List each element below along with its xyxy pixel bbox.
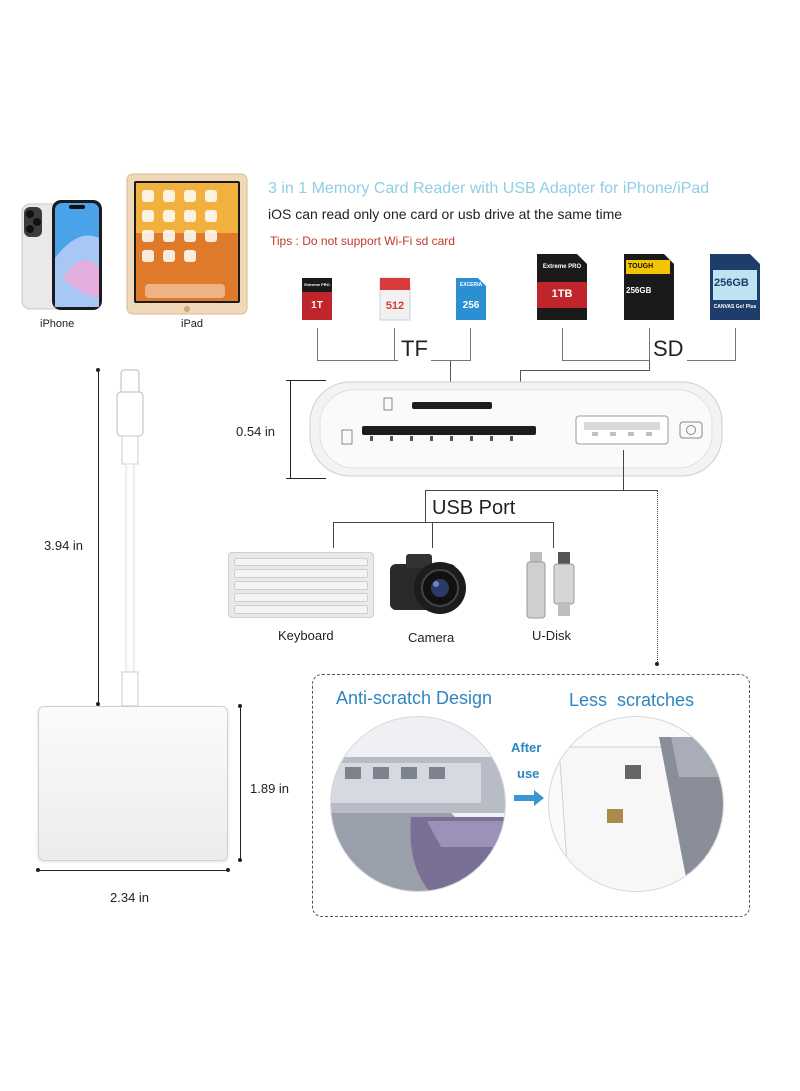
after-use-text-2: use	[517, 766, 540, 781]
tf-bracket-right	[470, 328, 471, 360]
product-subtitle: iOS can read only one card or usb drive …	[268, 206, 623, 222]
tf-card-1: 1T Extreme PRO	[300, 276, 334, 322]
tf-bracket-mid	[394, 328, 395, 360]
usb-connector-dot	[655, 662, 659, 666]
tf-bracket-base	[317, 360, 471, 361]
before-use-closeup	[330, 716, 506, 892]
body-width-left-dot	[36, 868, 40, 872]
usb-branch-camera	[432, 522, 433, 548]
body-width-line	[38, 870, 228, 871]
usb-port-left-v	[425, 490, 426, 522]
usb-port-top-h	[425, 490, 657, 491]
cable-length-line	[98, 370, 99, 706]
product-title: 3 in 1 Memory Card Reader with USB Adapt…	[268, 180, 710, 197]
body-width-label: 2.34 in	[110, 890, 150, 905]
iphone-image	[18, 198, 108, 313]
ipad-label: iPad	[181, 318, 204, 330]
sd-card-3-brand: CANVAS Go! Plus	[713, 304, 757, 310]
anti-scratch-title: Anti-scratch Design	[336, 688, 493, 708]
cable-length-bottom-dot	[96, 702, 100, 706]
udisk-image	[524, 550, 576, 620]
reader-height-bottom-tick	[286, 478, 326, 479]
tf-card-2-capacity: 512	[385, 300, 405, 312]
usb-branch-h	[333, 522, 554, 523]
after-use-closeup	[548, 716, 724, 892]
sd-card-1-capacity: 1TB	[551, 288, 573, 300]
sd-bracket-base	[562, 360, 736, 361]
anti-scratch-panel	[312, 674, 750, 917]
camera-image	[388, 548, 480, 618]
body-width-right-dot	[226, 868, 230, 872]
body-height-line	[240, 706, 241, 861]
sd-connector-v1	[649, 361, 650, 370]
cable-length-label: 3.94 in	[44, 538, 84, 553]
usb-dotted-connector	[657, 490, 658, 662]
lightning-cable	[108, 368, 152, 708]
body-height-label: 1.89 in	[250, 781, 290, 796]
sd-bracket-right	[735, 328, 736, 360]
tf-label: TF	[398, 336, 431, 362]
udisk-label: U-Disk	[532, 628, 571, 643]
cable-length-top-dot	[96, 368, 100, 372]
tf-card-1-brand: Extreme PRO	[304, 282, 330, 287]
sd-bracket-left	[562, 328, 563, 360]
after-use-text-1: After	[511, 740, 542, 755]
arrow-right-icon	[512, 788, 546, 808]
tf-card-2: 512	[378, 276, 412, 322]
reader-height-label: 0.54 in	[236, 424, 276, 439]
sd-card-1-brand: Extreme PRO	[542, 264, 582, 270]
sd-card-2-capacity: 256GB	[626, 286, 652, 295]
usb-branch-udisk	[553, 522, 554, 548]
tf-card-1-capacity: 1T	[311, 300, 323, 311]
reader-height-top-tick	[286, 380, 326, 381]
reader-height-line	[290, 380, 291, 478]
tip-text: Tips : Do not support Wi-Fi sd card	[270, 234, 455, 248]
ipad-image	[125, 172, 249, 316]
iphone-label: iPhone	[40, 318, 75, 330]
camera-label: Camera	[408, 630, 455, 645]
sd-bracket-mid	[649, 328, 650, 360]
card-reader-body	[308, 380, 724, 478]
adapter-body	[38, 706, 228, 861]
sd-card-2: TOUGH 256GB	[622, 252, 676, 322]
keyboard-image	[228, 552, 374, 618]
tf-card-3-brand: EXCERIA	[459, 282, 483, 288]
keyboard-label: Keyboard	[278, 628, 334, 643]
sd-card-2-brand: TOUGH	[628, 263, 654, 270]
sd-card-3: 256GB CANVAS Go! Plus	[708, 252, 762, 322]
body-height-bottom-dot	[238, 858, 242, 862]
tf-bracket-left	[317, 328, 318, 360]
usb-port-label: USB Port	[432, 497, 516, 519]
usb-port-stem	[623, 450, 624, 490]
sd-connector-h	[520, 370, 650, 371]
less-scratches-title: Less scratches	[569, 690, 695, 710]
body-height-top-dot	[238, 704, 242, 708]
sd-card-1: Extreme PRO 1TB	[535, 252, 589, 322]
usb-branch-keyboard	[333, 522, 334, 548]
tf-card-3: EXCERIA 256	[454, 276, 488, 322]
sd-label: SD	[650, 336, 687, 362]
tf-card-3-capacity: 256	[462, 300, 480, 311]
sd-card-3-capacity: 256GB	[714, 277, 749, 289]
